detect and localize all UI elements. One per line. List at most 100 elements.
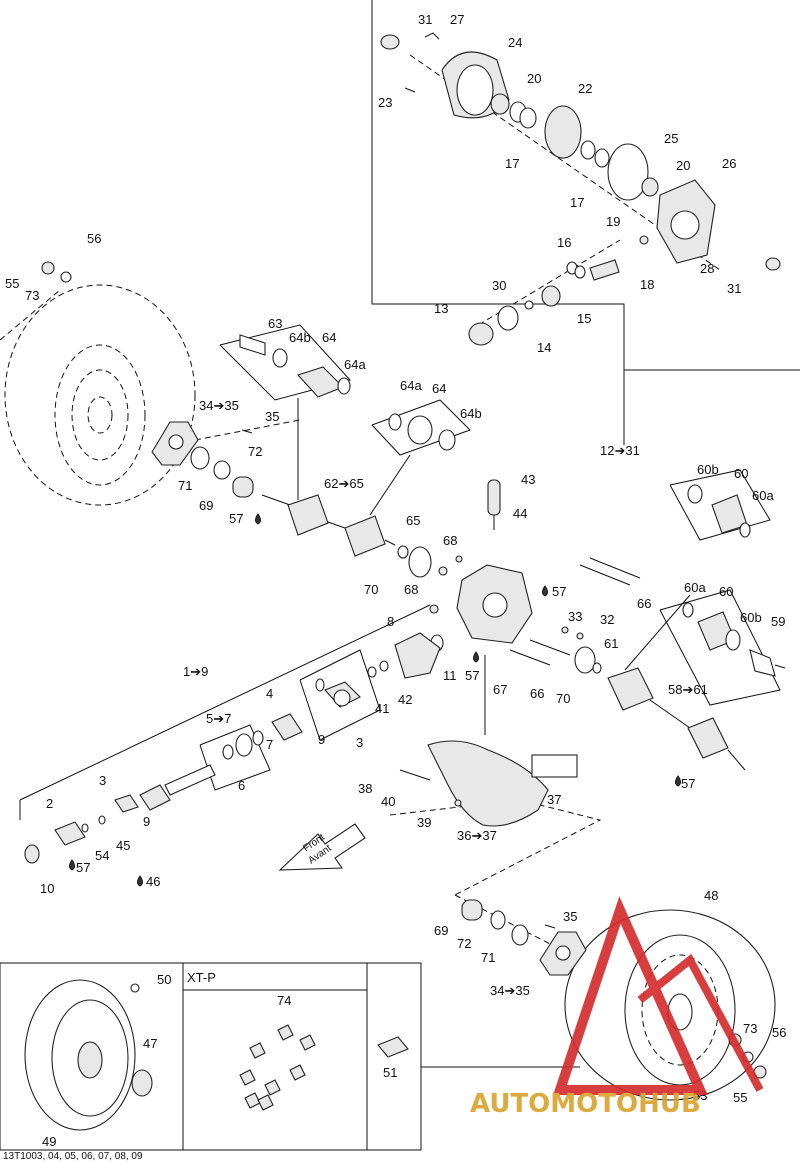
part-label: 15 <box>577 311 591 326</box>
part-label: 72 <box>457 936 471 951</box>
part-label: 33 <box>568 609 582 624</box>
part-label: 36➔37 <box>457 828 497 843</box>
part-label: 3 <box>99 773 106 788</box>
part-label: 64a <box>344 357 366 372</box>
oil-drop-icons <box>69 513 681 887</box>
part-label: 12➔31 <box>600 443 640 458</box>
part-label: 56 <box>87 231 101 246</box>
part-label: 58➔61 <box>668 682 708 697</box>
part-label: 39 <box>417 815 431 830</box>
part-label: 35 <box>265 409 279 424</box>
part-label: 73 <box>743 1021 757 1036</box>
part-label: 60a <box>684 580 706 595</box>
part-label: 70 <box>364 582 378 597</box>
xtp-clips <box>239 1024 316 1111</box>
part-label: 71 <box>178 478 192 493</box>
left-tire <box>4 284 196 506</box>
part-label: 34➔35 <box>490 983 530 998</box>
part-label: 60 <box>734 466 748 481</box>
part-label: 7 <box>266 737 273 752</box>
gearbox-housing <box>429 479 641 735</box>
footer-code: 13T1003, 04, 05, 06, 07, 08, 09 <box>3 1151 143 1162</box>
part-label: 68 <box>404 582 418 597</box>
part-label: 14 <box>537 340 551 355</box>
part-label: 60 <box>719 584 733 599</box>
part-label: 69 <box>434 923 448 938</box>
part-label: 25 <box>664 131 678 146</box>
part-label: 17 <box>505 156 519 171</box>
part-label: 44 <box>513 506 527 521</box>
part-label: 32 <box>600 612 614 627</box>
part-label: 74 <box>277 993 291 1008</box>
part-labels: 31 27 24 20 23 22 17 17 25 20 26 19 16 1… <box>5 12 786 1149</box>
part-label: 57 <box>465 668 479 683</box>
part-label: 37 <box>547 792 561 807</box>
part-label: 64b <box>460 406 482 421</box>
oil-drop-icon <box>542 585 548 597</box>
part-label: 3 <box>356 735 363 750</box>
part-label: 57 <box>229 511 243 526</box>
part-label: 54 <box>95 848 109 863</box>
part-label: 64 <box>432 381 446 396</box>
part-label: 66 <box>637 596 651 611</box>
part-label: 35 <box>563 909 577 924</box>
part-label: 19 <box>606 214 620 229</box>
wheel-inset-boxes <box>0 962 580 1151</box>
part-label: 4 <box>266 686 273 701</box>
right-tire <box>564 909 776 1101</box>
part-label: 41 <box>375 701 389 716</box>
part-label: 30 <box>492 278 506 293</box>
part-label: 68 <box>443 533 457 548</box>
part-label: 50 <box>157 972 171 987</box>
part-label: 48 <box>704 888 718 903</box>
part-label: 9 <box>143 814 150 829</box>
differential-inset-frame <box>371 0 800 445</box>
left-cv-axle <box>239 334 456 578</box>
part-label: 46 <box>146 874 160 889</box>
part-label: 27 <box>450 12 464 27</box>
left-hub-parts <box>41 261 254 498</box>
part-label: 8 <box>387 614 394 629</box>
part-label: 10 <box>40 881 54 896</box>
part-label: 49 <box>42 1134 56 1149</box>
part-label: 45 <box>116 838 130 853</box>
part-label: 65 <box>406 513 420 528</box>
part-label: 23 <box>378 95 392 110</box>
part-label: 57 <box>681 776 695 791</box>
front-direction-arrow: Front Avant <box>278 823 366 871</box>
watermark-logo: AUTOMOTOHUB <box>470 896 764 1119</box>
part-label: 31 <box>418 12 432 27</box>
part-label: 62➔65 <box>324 476 364 491</box>
part-label: 57 <box>76 860 90 875</box>
part-label: 57 <box>552 584 566 599</box>
part-label: 51 <box>383 1065 397 1080</box>
watermark-text: AUTOMOTOHUB <box>470 1089 701 1119</box>
part-label: 59 <box>771 614 785 629</box>
part-label: 69 <box>199 498 213 513</box>
part-label: 64a <box>400 378 422 393</box>
part-label: 34➔35 <box>199 398 239 413</box>
drive-shaft-parts <box>24 632 441 864</box>
oil-drop-icon <box>137 875 143 887</box>
oil-drop-icon <box>473 651 479 663</box>
part-label: 40 <box>381 794 395 809</box>
part-label: 18 <box>640 277 654 292</box>
oil-drop-icon <box>675 775 681 787</box>
part-label: 43 <box>521 472 535 487</box>
part-label: 26 <box>722 156 736 171</box>
right-cv-axle <box>607 484 786 771</box>
part-label: 20 <box>676 158 690 173</box>
part-label: 20 <box>527 71 541 86</box>
part-label: 1➔9 <box>183 664 208 679</box>
right-hub-parts <box>461 899 767 1079</box>
part-label: 60a <box>752 488 774 503</box>
part-label: 55 <box>733 1090 747 1105</box>
part-label: 38 <box>358 781 372 796</box>
part-label: 60b <box>697 462 719 477</box>
part-label: 71 <box>481 950 495 965</box>
oil-drop-icon <box>255 513 261 525</box>
part-label: 9 <box>318 732 325 747</box>
part-label: 63 <box>268 316 282 331</box>
part-label: 28 <box>700 261 714 276</box>
part-label: 24 <box>508 35 522 50</box>
